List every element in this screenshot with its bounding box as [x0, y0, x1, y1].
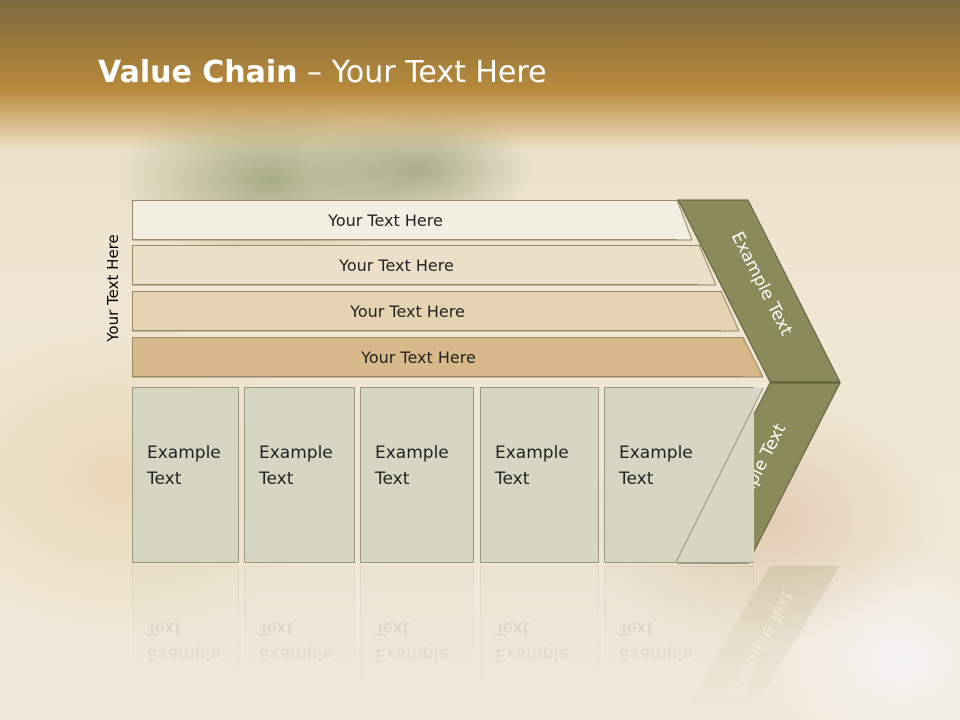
- activity-cell-1-line1: Example: [147, 443, 221, 463]
- bar-2-edge-line: [698, 244, 717, 286]
- title-bold: Value Chain: [98, 55, 298, 90]
- activity-cell-2-line1: Example: [259, 443, 333, 463]
- activity-cell-5-line1: Example: [619, 443, 693, 463]
- bar-3-edge-line: [720, 290, 740, 332]
- activity-cell-5-line2: Text: [619, 469, 654, 489]
- value-bar-4: Your Text Here: [132, 337, 744, 377]
- activity-cell-3-line1: Example: [375, 443, 449, 463]
- value-bar-2-label: Your Text Here: [339, 255, 454, 275]
- bar-1-edge-line: [676, 199, 693, 241]
- activity-cell-3: Example Text: [360, 387, 474, 563]
- value-bar-2: Your Text Here: [132, 245, 700, 285]
- activity-cell-2-line2: Text: [259, 469, 294, 489]
- chevron-upper-panel: [677, 199, 841, 383]
- activity-cell-4: Example Text: [480, 387, 599, 563]
- cell-5-slant-line: [675, 387, 764, 563]
- activity-cell-4-line2: Text: [495, 469, 530, 489]
- slide-title: Value Chain – Your Text Here: [98, 55, 547, 90]
- value-bar-3: Your Text Here: [132, 291, 722, 331]
- activity-cell-2: Example Text: [244, 387, 355, 563]
- activity-cell-1: Example Text: [132, 387, 239, 563]
- activity-cell-4-line1: Example: [495, 443, 569, 463]
- value-bar-1-label: Your Text Here: [328, 210, 443, 230]
- value-bar-4-label: Your Text Here: [361, 347, 476, 367]
- value-bar-3-label: Your Text Here: [350, 301, 465, 321]
- bar-4-edge-line: [742, 336, 764, 378]
- activity-cell-3-line2: Text: [375, 469, 410, 489]
- activity-cell-1-line2: Text: [147, 469, 182, 489]
- header-band: [0, 0, 960, 150]
- title-rest: – Your Text Here: [297, 55, 547, 90]
- value-bar-1: Your Text Here: [132, 200, 678, 240]
